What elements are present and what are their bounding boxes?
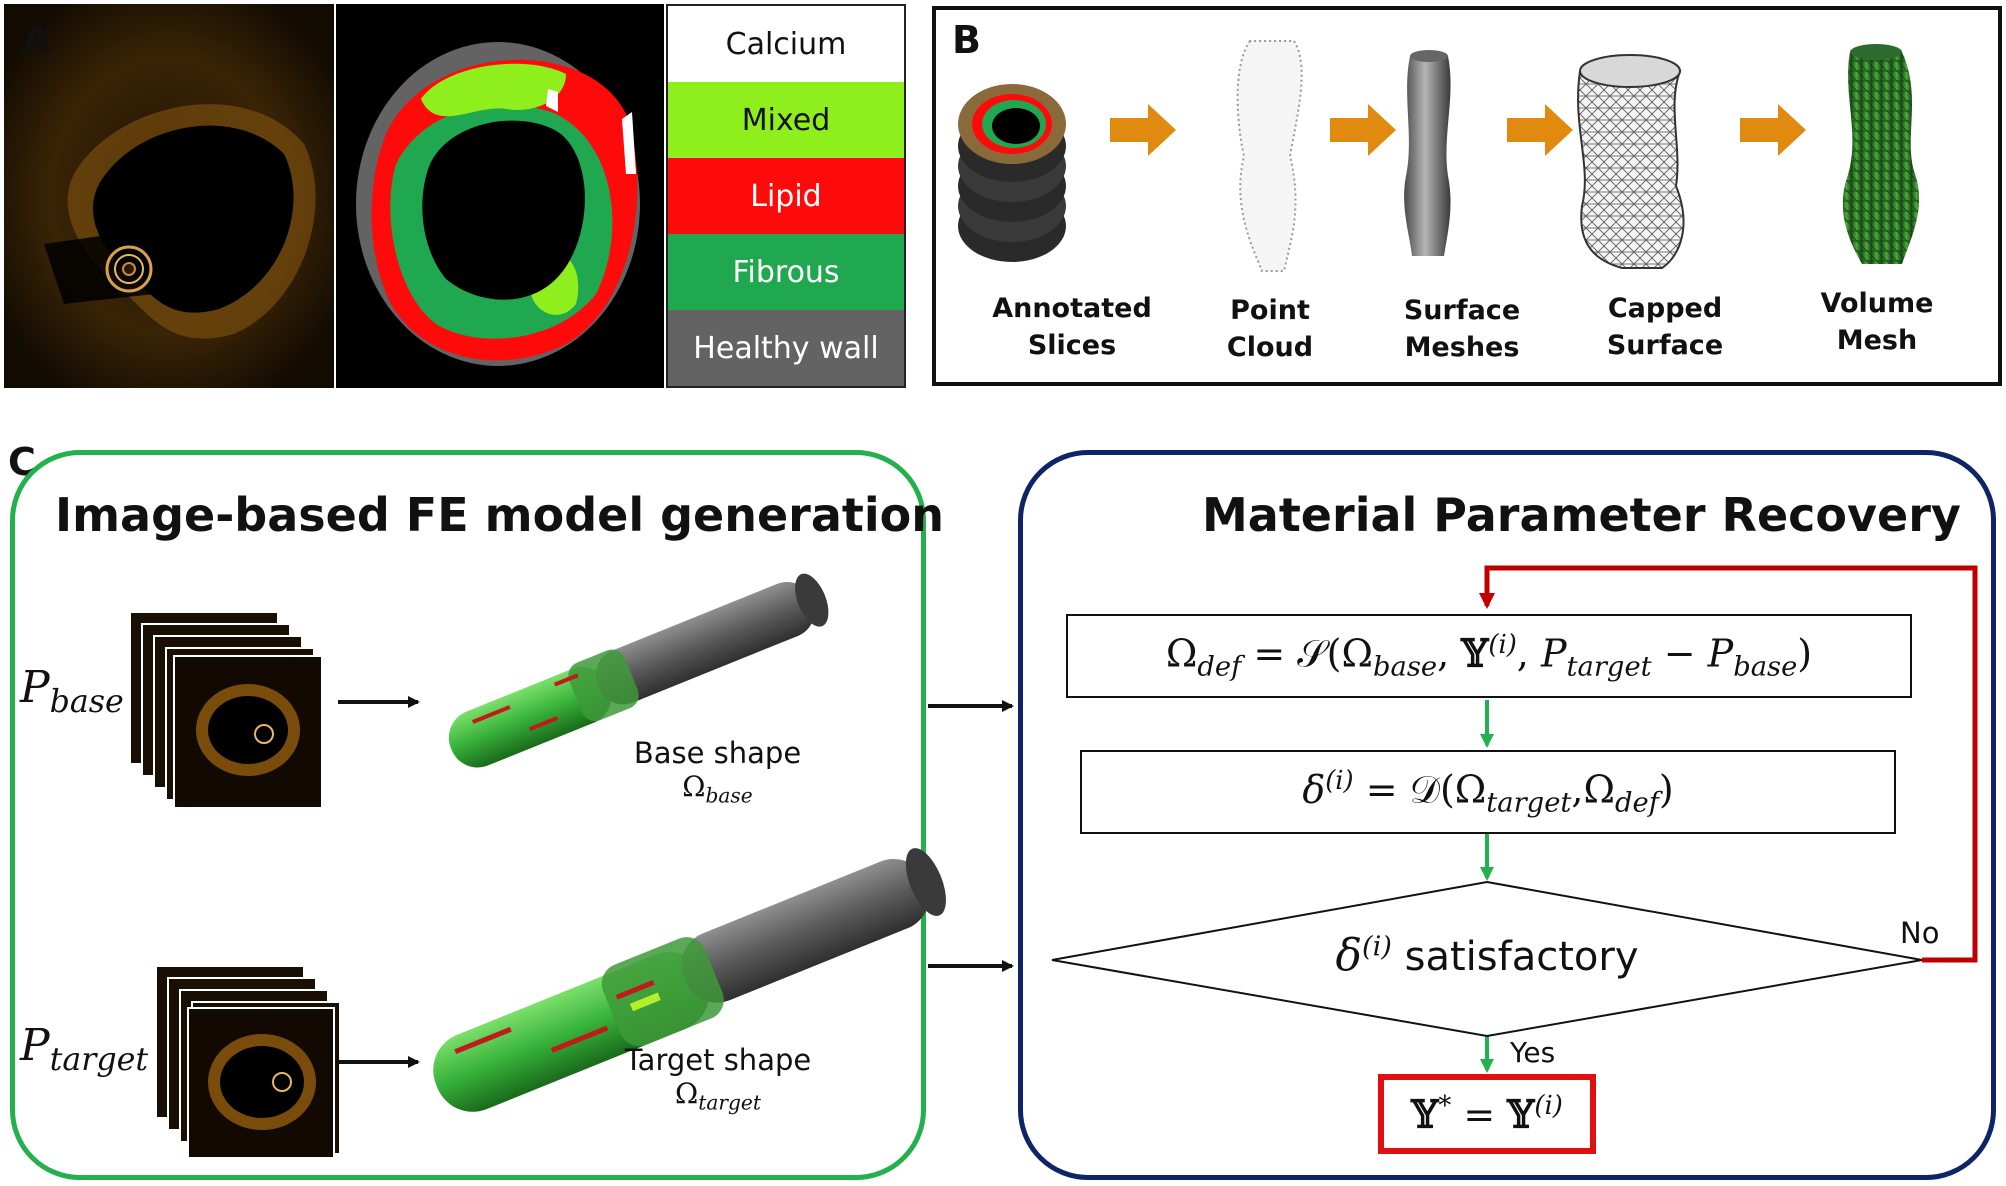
target-oct-stack (155, 965, 341, 1159)
legend-lipid: Lipid (668, 158, 904, 234)
pipeline-graphics (958, 40, 1920, 272)
material-recovery-frame (1018, 450, 1996, 1180)
arrow-2 (1330, 104, 1396, 156)
capped-surface-graphic (1577, 54, 1685, 269)
target-shape-label: Target shape Ωtarget (624, 1043, 812, 1115)
surface-meshes-graphic (1404, 50, 1451, 256)
volume-mesh-graphic (1842, 44, 1920, 264)
oct-image (4, 4, 334, 388)
legend-fibrous: Fibrous (668, 234, 904, 310)
panel-label-a: A (22, 18, 52, 62)
feedback-loop-arrow (1479, 565, 1978, 963)
distance-equation-box: δ(i) = 𝒟(Ωtarget,Ωdef) (1080, 750, 1896, 834)
fe-generation-frame (10, 450, 926, 1180)
panel-b-frame (932, 6, 2002, 386)
annotated-slices-graphic (958, 84, 1066, 262)
fe-generation-title: Image-based FE model generation (55, 488, 945, 542)
p-target-label: Ptarget (20, 1020, 149, 1078)
result-box: 𝕐* = 𝕐(i) (1378, 1074, 1596, 1154)
base-oct-stack (129, 611, 323, 809)
point-cloud-graphic (1236, 40, 1303, 272)
p-base-label: Pbase (20, 662, 124, 720)
no-label: No (1900, 916, 1940, 950)
legend-mixed: Mixed (668, 82, 904, 158)
base-shape-label: Base shape Ωbase (633, 736, 802, 808)
arrow-1 (1110, 104, 1176, 156)
decision-diamond (1051, 880, 1923, 1038)
arrow-4 (1740, 104, 1806, 156)
deformation-equation-box: Ωdef = 𝒮(Ωbase, 𝕐(i), Ptarget − Pbase) (1066, 614, 1912, 698)
decision-text: δ(i) satisfactory (1335, 930, 1639, 981)
material-recovery-title: Material Parameter Recovery (1202, 488, 1961, 542)
arrow-3 (1507, 104, 1573, 156)
yes-label: Yes (1510, 1036, 1556, 1069)
base-shape-vessel (448, 573, 829, 768)
segmentation-image (336, 4, 664, 388)
pipeline-arrows (1110, 104, 1806, 156)
target-shape-vessel (433, 848, 946, 1112)
panel-label-b: B (952, 18, 981, 62)
legend-healthy-wall: Healthy wall (668, 310, 904, 386)
legend-calcium: Calcium (668, 6, 904, 82)
tissue-legend: Calcium Mixed Lipid Fibrous Healthy wall (666, 4, 906, 388)
